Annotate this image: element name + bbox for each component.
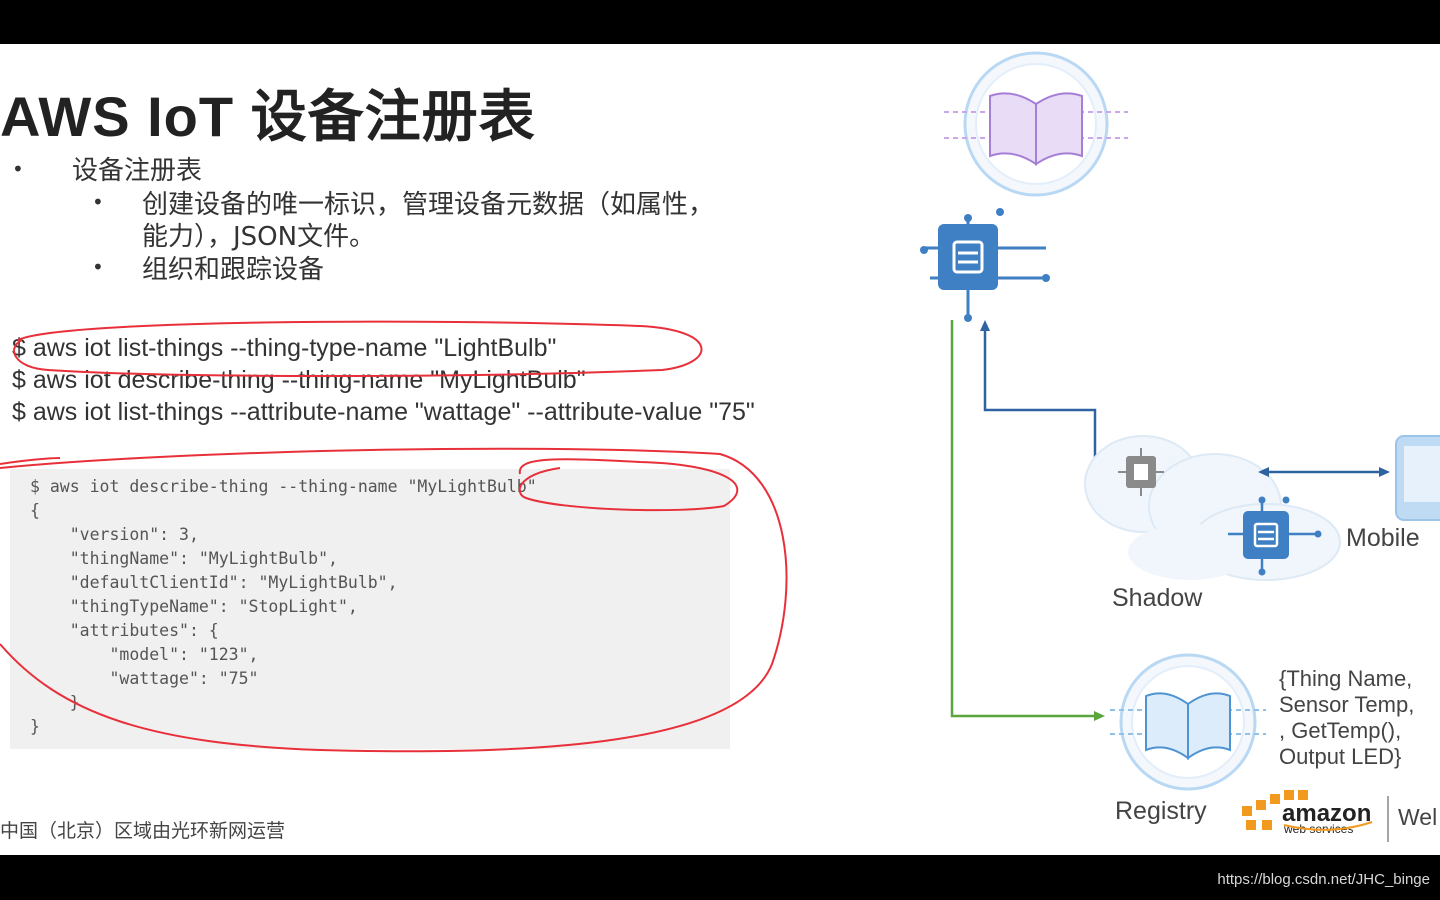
shadow-device-chip-icon [1228, 496, 1322, 576]
thing-text-line: Sensor Temp, [1279, 692, 1415, 717]
bottom-bar: https://blog.csdn.net/JHC_binge [0, 855, 1440, 900]
device-chip-icon [920, 208, 1050, 322]
slide: AWS IoT 设备注册表 • 设备注册表 • 创建设备的唯一标识，管理设备元数… [0, 44, 1440, 855]
shadow-label: Shadow [1112, 584, 1203, 612]
bullet-create-identity-line1: 创建设备的唯一标识，管理设备元数据（如属性， [142, 190, 715, 220]
code-command: $ aws iot describe-thing --thing-name "M… [30, 477, 537, 496]
web-services-cut-label: Wel [1398, 804, 1438, 830]
bullet-device-registry: 设备注册表 [72, 156, 203, 186]
thing-text-line: , GetTemp(), [1279, 718, 1402, 743]
bullet-dot: • [92, 255, 104, 279]
code-json: { "version": 3, "thingName": "MyLightBul… [30, 501, 398, 736]
registry-book-icon-top [944, 51, 1128, 197]
code-block: $ aws iot describe-thing --thing-name "M… [10, 469, 730, 749]
bullet-organize-track: 组织和跟踪设备 [142, 255, 325, 285]
architecture-diagram: amazon web services [920, 51, 1440, 842]
command-describe-thing: $ aws iot describe-thing --thing-name "M… [12, 366, 586, 394]
slide-title: AWS IoT 设备注册表 [0, 85, 536, 148]
thing-text-line: {Thing Name, [1279, 666, 1413, 691]
mobile-label: Mobile [1346, 524, 1420, 552]
bullet-create-identity-line2: 能力），JSON文件。 [142, 222, 376, 252]
amazon-wordmark: amazon [1282, 800, 1371, 827]
thing-text-line: Output LED} [1279, 744, 1402, 769]
registry-label: Registry [1115, 797, 1207, 825]
amazon-web-services-logo: amazon web services [1242, 790, 1373, 836]
blog-watermark: https://blog.csdn.net/JHC_binge [1217, 871, 1430, 888]
registry-book-icon [1110, 653, 1266, 791]
thing-attributes-text: {Thing Name, Sensor Temp, , GetTemp(), O… [1279, 666, 1414, 770]
command-list-things: $ aws iot list-things --thing-type-name … [12, 334, 557, 362]
mobile-device-icon [1395, 435, 1440, 521]
footer-region-note: 中国（北京）区域由光环新网运营 [0, 820, 286, 842]
red-pen-annotations [0, 320, 788, 753]
bullet-dot: • [12, 157, 24, 181]
command-list-things-attribute: $ aws iot list-things --attribute-name "… [12, 398, 755, 426]
bullet-dot: • [92, 190, 104, 214]
